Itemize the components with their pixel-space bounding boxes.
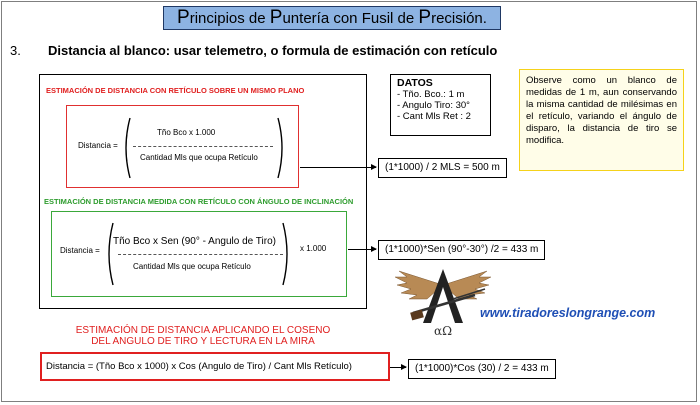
box2-numerator: Tño Bco x Sen (90° - Angulo de Tiro) xyxy=(113,236,276,247)
datos-line: - Cant Mls Ret : 2 xyxy=(397,111,471,122)
box2-multiplier: x 1.000 xyxy=(300,244,327,253)
logo-text: αΩ xyxy=(434,324,452,338)
box2-label: ESTIMACIÓN DE DISTANCIA MEDIDA CON RETÍC… xyxy=(44,197,354,206)
result-1: (1*1000) / 2 MLS = 500 m xyxy=(378,158,507,178)
section-number: 3. xyxy=(10,43,21,58)
observation-note: Observe como un blanco de medidas de 1 m… xyxy=(519,69,684,171)
datos-line: - Angulo Tiro: 30° xyxy=(397,100,470,111)
result-3: (1*1000)*Cos (30) / 2 = 433 m xyxy=(408,359,556,379)
cosine-formula: Distancia = (Tño Bco x 1000) x Cos (Angu… xyxy=(40,352,390,381)
title-rest-3: recisión. xyxy=(431,10,487,27)
box1-numerator: Tño Bco x 1.000 xyxy=(157,128,216,137)
title-cap-1: P xyxy=(177,7,190,28)
box2-denominator: Cantidad Mls que ocupa Retículo xyxy=(133,262,251,271)
cosine-title-line1: ESTIMACIÓN DE DISTANCIA APLICANDO EL COS… xyxy=(75,325,331,336)
box1-parentheses xyxy=(125,117,283,179)
arrow-result-2 xyxy=(348,246,377,252)
box1-lhs: Distancia = xyxy=(78,141,118,150)
cosine-title-line2: DEL ANGULO DE TIRO Y LECTURA EN LA MIRA xyxy=(91,336,315,347)
result-2: (1*1000)*Sen (90°-30°) /2 = 433 m xyxy=(378,240,546,260)
website-link[interactable]: www.tiradoreslongrange.com xyxy=(480,306,656,320)
arrow-result-1 xyxy=(300,164,377,170)
section-heading: 3. Distancia al blanco: usar telemetro, o… xyxy=(10,43,497,58)
box2-parentheses xyxy=(108,222,288,286)
datos-line: - Tño. Bco.: 1 m xyxy=(397,89,465,100)
box2-fraction-line xyxy=(118,254,283,255)
box2-lhs: Distancia = xyxy=(60,246,100,255)
title-cap-3: P xyxy=(418,7,432,28)
datos-box: DATOS - Tño. Bco.: 1 m - Angulo Tiro: 30… xyxy=(390,74,491,136)
box2-formula-frame xyxy=(51,211,347,297)
page-title: Principios de Puntería con Fusil de Prec… xyxy=(163,6,501,30)
cosine-title: ESTIMACIÓN DE DISTANCIA APLICANDO EL COS… xyxy=(62,325,344,347)
box1-denominator: Cantidad Mls que ocupa Retículo xyxy=(140,153,258,162)
box1-label: ESTIMACIÓN DE DISTANCIA CON RETÍCULO SOB… xyxy=(46,86,305,95)
box1-fraction-line xyxy=(133,146,273,147)
box1-formula-frame xyxy=(66,105,299,188)
winged-alpha-omega-rifle-emblem-icon: αΩ xyxy=(394,269,492,338)
datos-heading: DATOS xyxy=(397,77,433,89)
title-cap-2: P xyxy=(269,7,283,28)
section-text: Distancia al blanco: usar telemetro, o f… xyxy=(48,43,498,58)
title-rest-1: rincipios de xyxy=(189,10,270,27)
arrow-result-3 xyxy=(390,364,407,370)
title-rest-2: untería con Fusil de xyxy=(282,10,419,27)
formula-container xyxy=(39,74,367,309)
